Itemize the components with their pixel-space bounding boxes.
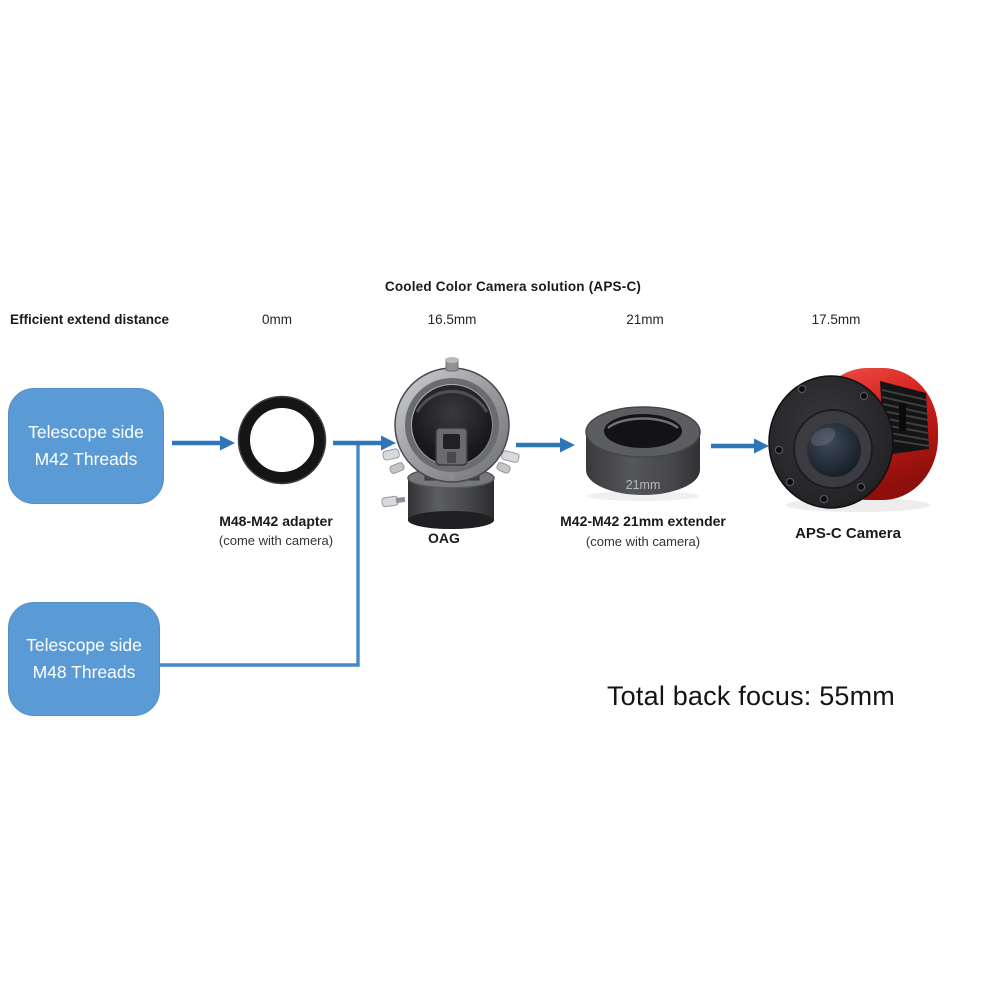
measurement-extender: 21mm [626, 312, 664, 327]
elbow-connector [159, 445, 360, 667]
extender-label: M42-M42 21mm extender [560, 513, 726, 529]
telescope-m42-line2: M42 Threads [34, 449, 138, 469]
camera-label: APS-C Camera [795, 525, 901, 542]
measurement-camera: 17.5mm [811, 312, 861, 327]
flow-arrow-3 [516, 437, 575, 453]
extender-marking-text: 21mm [626, 478, 661, 492]
adapter-note: (come with camera) [218, 533, 334, 548]
telescope-m48-line1: Telescope side [26, 634, 142, 655]
flow-arrow-1 [172, 435, 235, 451]
telescope-m48-box: Telescope side M48 Threads [8, 602, 160, 716]
oag-graphic [381, 357, 520, 529]
telescope-m48-line2: M48 Threads [32, 662, 136, 682]
adapter-label: M48-M42 adapter [219, 513, 333, 529]
total-back-focus-text: Total back focus: 55mm [606, 681, 896, 711]
extender-graphic: 21mm [585, 406, 701, 501]
measurement-oag: 16.5mm [427, 312, 477, 327]
flow-arrow-4 [711, 438, 769, 454]
oag-label: OAG [428, 530, 460, 546]
adapter-ring-graphic [237, 395, 327, 485]
telescope-m42-box: Telescope side M42 Threads [8, 388, 164, 504]
measurement-adapter: 0mm [262, 312, 292, 327]
telescope-m42-line1: Telescope side [28, 421, 144, 442]
camera-graphic [768, 368, 938, 512]
flow-arrow-2 [333, 435, 396, 451]
diagram-title: Cooled Color Camera solution (APS-C) [384, 279, 642, 294]
extender-note: (come with camera) [585, 534, 701, 549]
extend-distance-label: Efficient extend distance [10, 312, 170, 327]
